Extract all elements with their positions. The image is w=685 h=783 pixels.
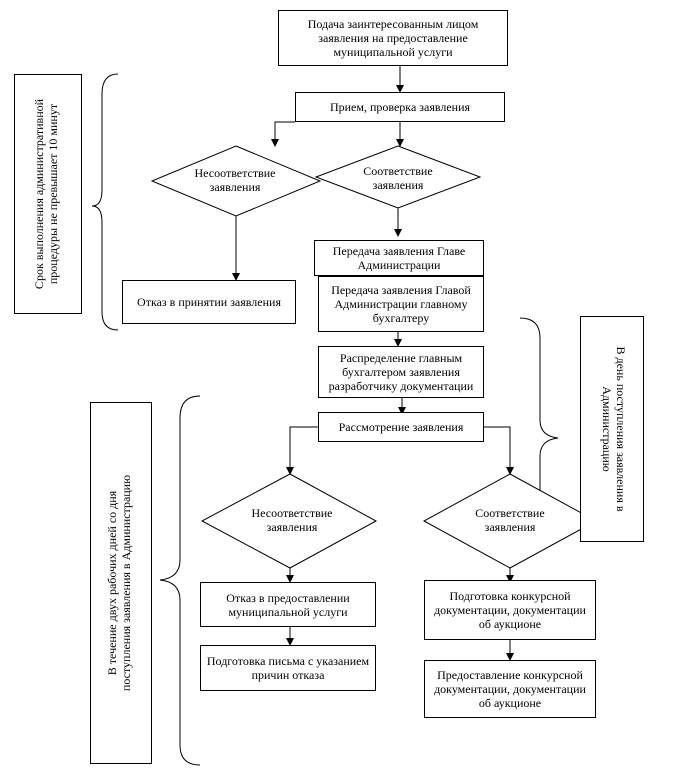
box-refuse-accept: Отказ в принятии заявления (122, 280, 296, 324)
box-receive-check: Прием, проверка заявления (295, 92, 505, 122)
box-submit-application: Подача заинтересованным лицом заявления … (278, 10, 508, 66)
box-refuse-service: Отказ в предоставлении муниципальной усл… (200, 582, 376, 627)
diamond-label-mismatch-1: Несоответствие заявления (194, 166, 276, 194)
box-distribute: Распределение главным бухгалтером заявле… (318, 346, 484, 398)
note-box-left-top (14, 74, 82, 314)
diamond-mismatch-1 (150, 145, 322, 217)
diamond-label-match-1: Соответствие заявления (363, 164, 433, 192)
box-provide-docs: Предоставление конкурсной документации, … (424, 660, 596, 718)
side-note-right: В день поступления заявления в Администр… (600, 346, 628, 512)
side-note-left-bottom: В течение двух рабочих дней со дня посту… (105, 474, 133, 692)
diamond-label-match-2: Соответствие заявления (475, 506, 545, 534)
diamond-match-1 (314, 145, 482, 209)
diamond-label-mismatch-2: Несоответствие заявления (251, 506, 333, 534)
diamond-match-2 (422, 473, 598, 569)
box-prepare-docs: Подготовка конкурсной документации, доку… (424, 580, 596, 640)
diamond-mismatch-2 (200, 473, 378, 569)
box-review: Рассмотрение заявления (318, 412, 484, 442)
box-transfer-head: Передача заявления Главе Администрации (314, 240, 484, 276)
note-box-left-bottom (90, 402, 152, 764)
box-transfer-accountant: Передача заявления Главой Администрации … (318, 276, 484, 332)
box-prepare-letter: Подготовка письма с указанием причин отк… (200, 645, 376, 691)
note-box-right (580, 316, 644, 542)
side-note-left-top: Срок выполнения административной процеду… (32, 98, 60, 290)
